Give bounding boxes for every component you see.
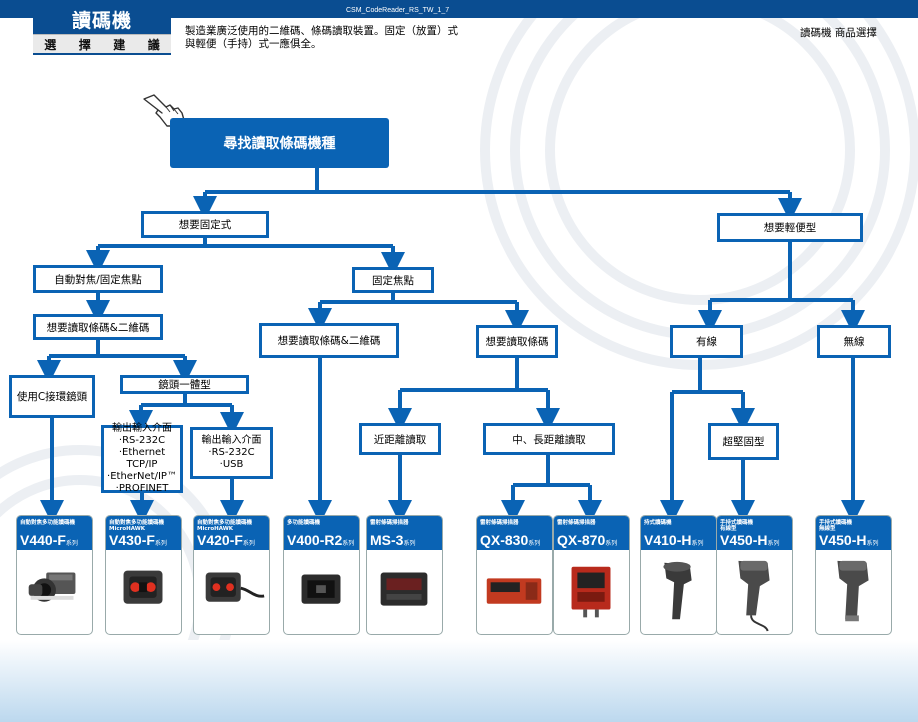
subtitle-char: 擇 <box>78 37 91 52</box>
subtitle-char: 選 <box>44 37 57 52</box>
portable-type-box: 想要輕便型 <box>717 213 863 242</box>
smart-camera-image <box>28 572 76 602</box>
rugged-handheld-wired-image <box>738 560 770 632</box>
fixed-type-box: 想要固定式 <box>141 211 269 238</box>
product-card-v410h[interactable]: 持式讀碼機 V410-H系列 <box>640 515 717 635</box>
barcode-2d-box-left: 想要讀取條碼&二維碼 <box>33 314 163 340</box>
io-title: 輸出輸入介面 <box>201 435 262 446</box>
microhawk-cable-reader-image <box>205 572 265 602</box>
multi-reader-image <box>301 574 341 604</box>
product-category: 手持式讀碼機 有線型 <box>720 520 754 532</box>
product-category: 手持式讀碼機 無線型 <box>819 520 853 532</box>
product-category: 雷射條碼掃描器 <box>370 520 409 526</box>
description-line: 與輕便（手持）式一應俱全。 <box>185 38 322 50</box>
short-range-box: 近距離讀取 <box>359 423 441 455</box>
section-title: 讀碼機 商品選擇 <box>800 27 877 39</box>
product-model: QX-870系列 <box>557 532 618 548</box>
product-category: 自動對焦多功能讀碼機 <box>20 520 76 526</box>
product-card-v450h-wired[interactable]: 手持式讀碼機 有線型 V450-H系列 <box>716 515 793 635</box>
product-model: V400-R2系列 <box>287 532 355 548</box>
header-bar <box>0 0 918 18</box>
product-model: V450-H系列 <box>819 532 879 548</box>
product-model: V410-H系列 <box>644 532 704 548</box>
product-model: V450-H系列 <box>720 532 780 548</box>
io-item: ·EtherNet/IP™ <box>107 471 177 482</box>
io-title: 輸出輸入介面 <box>112 423 172 434</box>
wireless-box: 無線 <box>817 325 891 358</box>
io-item: ·PROFINET <box>115 483 169 494</box>
product-category: 自動對焦多功能讀碼機 MicroHAWK <box>109 520 165 532</box>
mid-long-range-box: 中、長距離讀取 <box>483 423 615 455</box>
product-model: V430-F系列 <box>109 532 167 548</box>
rugged-box: 超堅固型 <box>708 423 779 460</box>
product-model: MS-3系列 <box>370 532 416 548</box>
find-model-box: 尋找讀取條碼機種 <box>170 118 389 168</box>
doc-code: CSM_CodeReader_RS_TW_1_7 <box>346 7 450 14</box>
io-interface-box-1: 輸出輸入介面 ·RS-232C ·Ethernet TCP/IP ·EtherN… <box>101 423 183 494</box>
barcode-2d-box-mid: 想要讀取條碼&二維碼 <box>259 323 399 358</box>
product-card-v420f[interactable]: 自動對焦多功能讀碼機 MicroHAWK V420-F系列 <box>193 515 270 635</box>
industrial-scanner-image <box>486 578 542 604</box>
io-interface-box-2: 輸出輸入介面 ·RS-232C ·USB <box>190 427 273 479</box>
product-category: 雷射條碼掃描器 <box>557 520 596 526</box>
integrated-lens-box: 鏡頭一體型 <box>120 375 249 394</box>
page-title: 讀碼機 <box>33 5 171 34</box>
raster-scanner-image <box>571 566 611 618</box>
product-card-qx830[interactable]: 雷射條碼掃描器 QX-830系列 <box>476 515 553 635</box>
fixed-focus-box: 固定焦點 <box>352 267 434 293</box>
page-subtitle: 選 擇 建 議 <box>33 34 171 55</box>
product-model: V440-F系列 <box>20 532 78 548</box>
io-item: ·USB <box>219 459 244 470</box>
io-item: ·RS-232C <box>118 435 166 446</box>
wired-box: 有線 <box>670 325 743 358</box>
product-card-ms3[interactable]: 雷射條碼掃描器 MS-3系列 <box>366 515 443 635</box>
microhawk-reader-image <box>123 570 163 604</box>
product-card-v440f[interactable]: 自動對焦多功能讀碼機 V440-F系列 <box>16 515 93 635</box>
product-model: V420-F系列 <box>197 532 255 548</box>
product-card-v450h-wireless[interactable]: 手持式讀碼機 無線型 V450-H系列 <box>815 515 892 635</box>
description: 製造業廣泛使用的二維碼、條碼讀取裝置。固定（放置）式 與輕便（手持）式一應俱全。 <box>185 25 475 51</box>
subtitle-char: 議 <box>147 37 160 52</box>
product-category: 多功能讀碼機 <box>287 520 321 526</box>
description-line: 製造業廣泛使用的二維碼、條碼讀取裝置。固定（放置）式 <box>185 25 458 37</box>
product-card-v430f[interactable]: 自動對焦多功能讀碼機 MicroHAWK V430-F系列 <box>105 515 182 635</box>
c-mount-box: 使用C接環鏡頭 <box>9 375 95 418</box>
product-model: QX-830系列 <box>480 532 541 548</box>
barcode-only-box: 想要讀取條碼 <box>476 325 558 358</box>
handheld-scanner-image <box>663 561 692 620</box>
product-card-qx870[interactable]: 雷射條碼掃描器 QX-870系列 <box>553 515 630 635</box>
io-item: ·Ethernet TCP/IP <box>118 447 166 470</box>
product-category: 自動對焦多功能讀碼機 MicroHAWK <box>197 520 253 532</box>
laser-scanner-image <box>380 572 428 606</box>
product-card-v400r2[interactable]: 多功能讀碼機 V400-R2系列 <box>283 515 360 635</box>
auto-focus-box: 自動對焦/固定焦點 <box>33 265 163 293</box>
product-category: 持式讀碼機 <box>644 520 672 526</box>
rugged-handheld-wireless-image <box>837 560 869 622</box>
io-item: ·RS-232C <box>208 447 255 458</box>
product-category: 雷射條碼掃描器 <box>480 520 519 526</box>
subtitle-char: 建 <box>113 37 126 52</box>
